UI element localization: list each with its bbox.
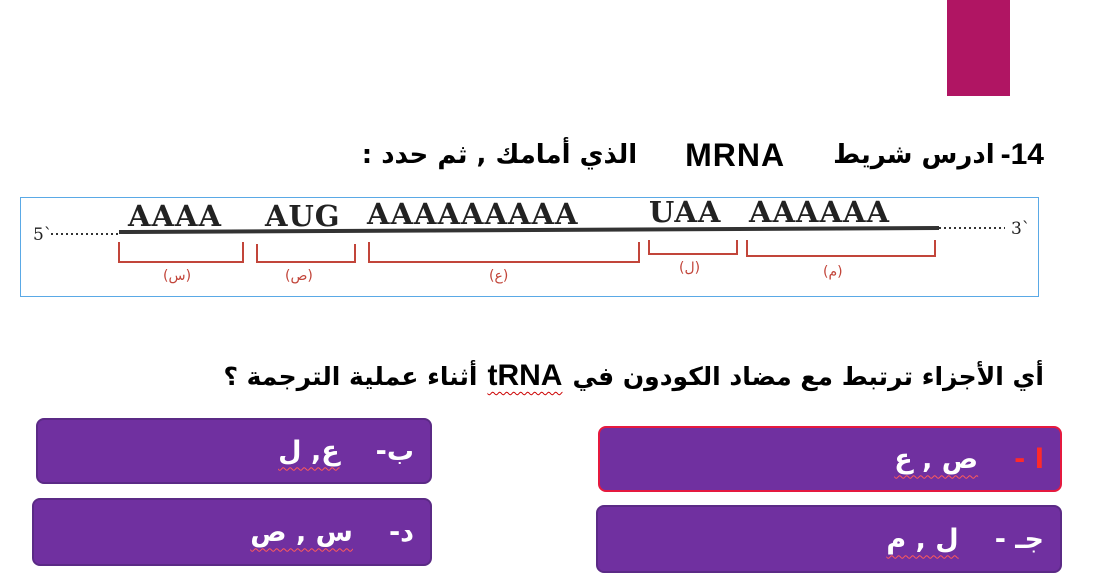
subquestion-text-before: أي الأجزاء ترتبط مع مضاد الكودون في	[572, 361, 1044, 391]
bracket-lam	[648, 240, 738, 255]
subquestion: أي الأجزاء ترتبط مع مضاد الكودون في tRNA…	[144, 352, 1044, 400]
option-c-letter: جـ -	[994, 523, 1044, 555]
question-heading: 14- ادرس شريط MRNA الذي أمامك , ثم حدد :	[284, 133, 1044, 177]
strand-line	[118, 226, 940, 234]
option-b[interactable]: ب- ع, ل	[36, 418, 432, 484]
segment-brackets	[118, 240, 936, 263]
bracket-s	[118, 242, 244, 263]
mrna-strand-diagram: 5` 3` AAAA AUG AAAAAAAAA UAA AAAAAA (س) …	[33, 198, 1030, 284]
option-c[interactable]: جـ - ل , م	[596, 505, 1062, 573]
bracket-mim	[746, 240, 936, 257]
three-prime-label: 3`	[1011, 219, 1030, 239]
option-b-value: ع, ل	[278, 435, 340, 467]
option-d-value: س , ص	[250, 516, 353, 548]
option-c-value: ل , م	[886, 523, 959, 555]
segment-label-lam: (ل)	[679, 260, 700, 276]
bracket-sad	[256, 244, 356, 263]
bracket-ain	[368, 242, 640, 263]
option-b-letter: ب-	[375, 435, 414, 467]
question-text-before: ادرس شريط	[833, 140, 995, 170]
codon-seg-lam: UAA	[649, 198, 721, 229]
codon-seg-mim: AAAAAA	[748, 198, 890, 229]
question-number: 14-	[1000, 138, 1044, 171]
segment-label-s: (س)	[163, 268, 191, 284]
codon-seg-s: AAAA	[127, 199, 222, 233]
accent-bar	[947, 0, 1010, 96]
option-d-letter: د-	[388, 516, 414, 548]
option-a[interactable]: ا - ص , ع	[598, 426, 1062, 492]
option-a-value: ص , ع	[894, 443, 979, 475]
question-text-after: الذي أمامك , ثم حدد :	[361, 140, 638, 170]
mrna-strand-figure: 5` 3` AAAA AUG AAAAAAAAA UAA AAAAAA (س) …	[20, 197, 1039, 297]
subquestion-term: tRNA	[487, 359, 563, 392]
segment-label-ain: (ع)	[489, 268, 508, 284]
codon-seg-sad: AUG	[264, 199, 341, 233]
question-term: MRNA	[685, 136, 786, 173]
five-prime-label: 5`	[33, 225, 52, 245]
option-a-letter: ا -	[1014, 443, 1044, 475]
codon-seg-ain: AAAAAAAAA	[366, 198, 579, 231]
option-d[interactable]: د- س , ص	[32, 498, 432, 566]
segment-label-sad: (ص)	[285, 268, 313, 284]
segment-label-mim: (م)	[823, 264, 843, 280]
subquestion-text-after: أثناء عملية الترجمة ؟	[223, 361, 478, 391]
